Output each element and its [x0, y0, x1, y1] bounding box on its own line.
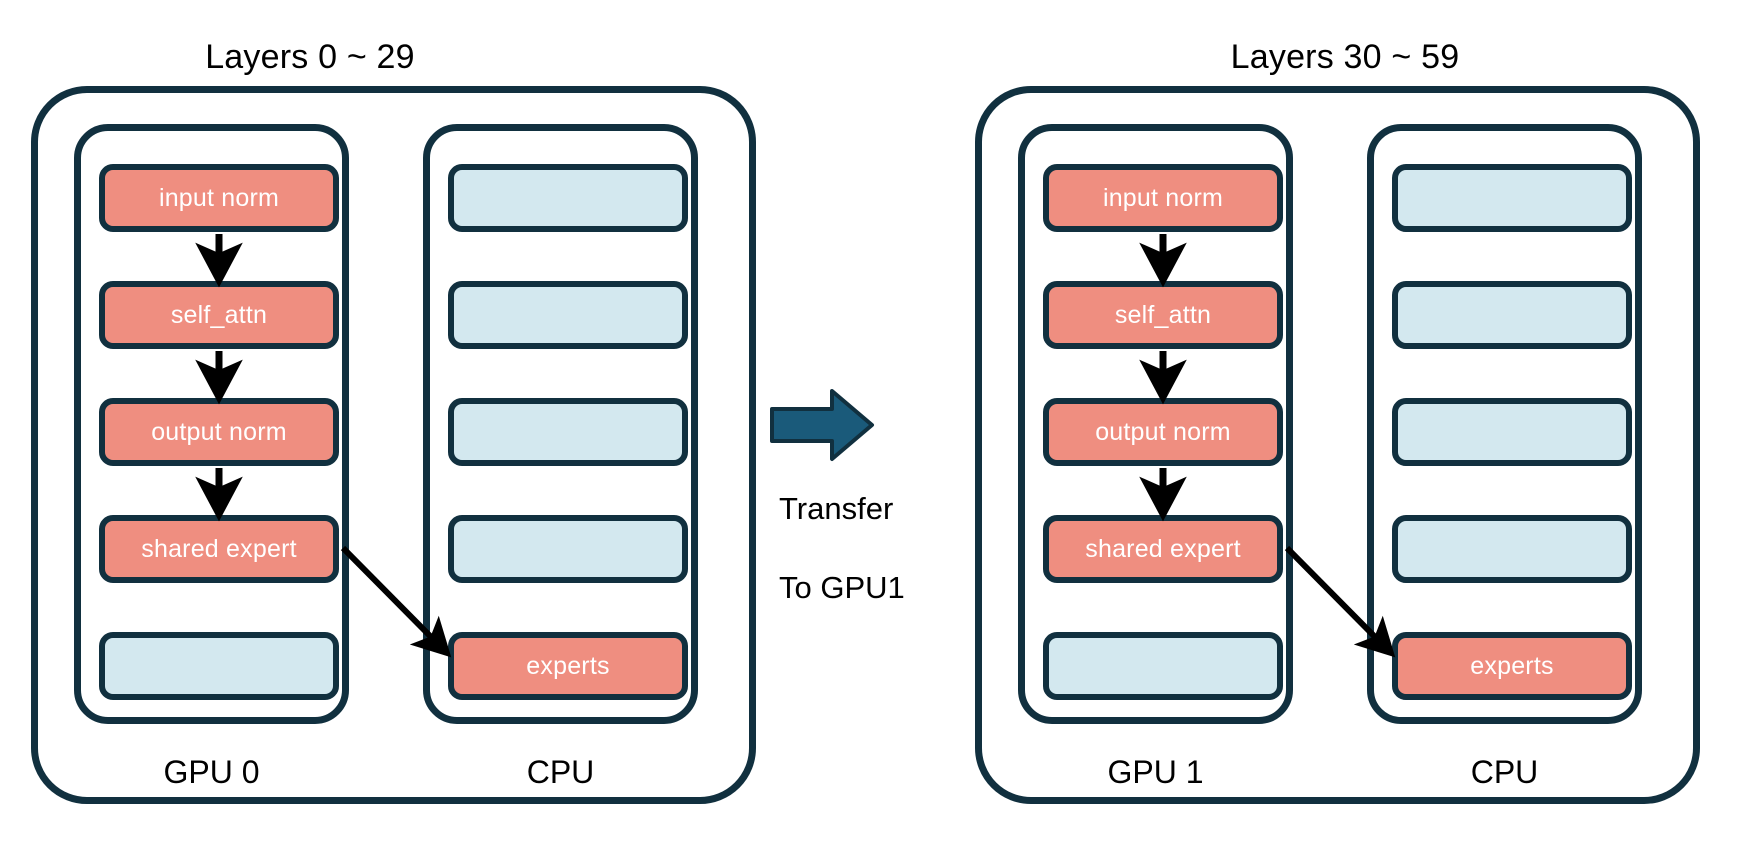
- block-output-norm-gpu0[interactable]: output norm: [99, 398, 339, 466]
- block-cpu-slot-4-right[interactable]: [1392, 515, 1632, 583]
- block-cpu-slot-3-left[interactable]: [448, 398, 688, 466]
- block-experts-cpu-left[interactable]: experts: [448, 632, 688, 700]
- device-label-gpu1: GPU 1: [1107, 754, 1204, 790]
- block-input-norm-gpu0[interactable]: input norm: [99, 164, 339, 232]
- block-placeholder-gpu0[interactable]: [99, 632, 339, 700]
- device-label-cpu-left: CPU: [526, 754, 595, 790]
- block-shared-expert-gpu0[interactable]: shared expert: [99, 515, 339, 583]
- block-cpu-slot-2-left[interactable]: [448, 281, 688, 349]
- block-experts-cpu-right[interactable]: experts: [1392, 632, 1632, 700]
- block-shared-expert-gpu1[interactable]: shared expert: [1043, 515, 1283, 583]
- group-title-right: Layers 30 ~ 59: [1230, 38, 1460, 76]
- transfer-label: Transfer To GPU1: [779, 449, 959, 647]
- block-self-attn-gpu0[interactable]: self_attn: [99, 281, 339, 349]
- device-label-gpu0: GPU 0: [163, 754, 260, 790]
- device-label-cpu-right: CPU: [1470, 754, 1539, 790]
- transfer-label-line2: To GPU1: [779, 570, 905, 606]
- block-cpu-slot-1-left[interactable]: [448, 164, 688, 232]
- transfer-label-line1: Transfer: [779, 490, 894, 526]
- block-input-norm-gpu1[interactable]: input norm: [1043, 164, 1283, 232]
- block-output-norm-gpu1[interactable]: output norm: [1043, 398, 1283, 466]
- block-cpu-slot-3-right[interactable]: [1392, 398, 1632, 466]
- group-title-left: Layers 0 ~ 29: [205, 38, 415, 76]
- block-cpu-slot-2-right[interactable]: [1392, 281, 1632, 349]
- block-cpu-slot-4-left[interactable]: [448, 515, 688, 583]
- block-self-attn-gpu1[interactable]: self_attn: [1043, 281, 1283, 349]
- block-placeholder-gpu1[interactable]: [1043, 632, 1283, 700]
- block-cpu-slot-1-right[interactable]: [1392, 164, 1632, 232]
